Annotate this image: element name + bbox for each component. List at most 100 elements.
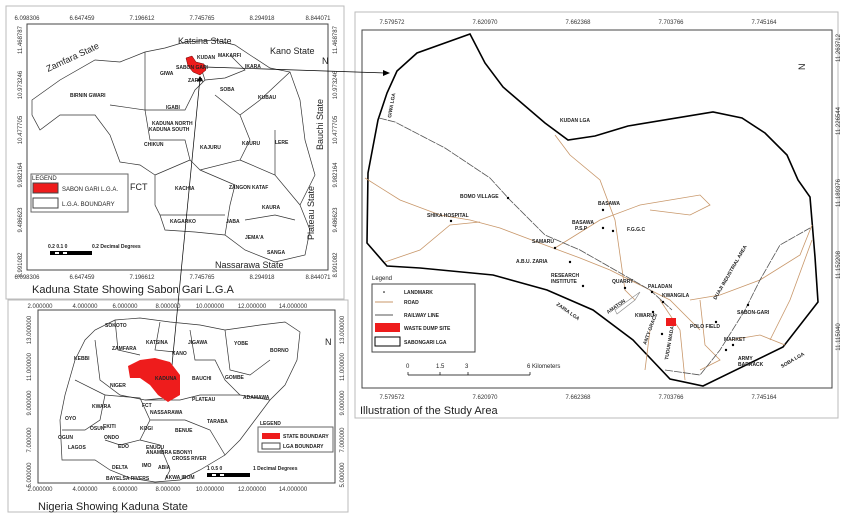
legend-swatch-state <box>262 433 280 439</box>
x-tick-label: 7.703766 <box>658 20 684 26</box>
x-tick-label: 10.000000 <box>196 304 225 310</box>
state-label: EDO <box>118 444 129 450</box>
landmark-point <box>623 286 627 290</box>
state-label: OSUN <box>90 426 105 432</box>
place-label: BOMO VILLAGE <box>460 194 499 200</box>
y-tick-label: 11.468787 <box>333 25 339 54</box>
x-tick-label: 8.294918 <box>249 275 275 281</box>
x-tick-label: 8.000000 <box>155 487 181 493</box>
landmark-point <box>601 226 605 230</box>
lga-label: KAURU <box>242 141 260 147</box>
place-label: KWANGILA <box>662 293 690 299</box>
state-label: Katsina State <box>178 36 232 46</box>
area-label: GIWA LGA <box>387 92 397 118</box>
y-tick-label: 13.000000 <box>27 315 33 344</box>
landmark-point <box>601 208 605 212</box>
landmark-point <box>506 196 510 200</box>
x-tick-label: 8.844071 <box>305 275 331 281</box>
kaduna-map-frame <box>26 23 329 271</box>
state-label: Plateau State <box>306 186 316 240</box>
legend-lga-symbol <box>374 336 401 347</box>
legend-item-landmark: LANDMARK <box>404 290 433 296</box>
x-tick-label: 6.647459 <box>69 16 95 22</box>
scale-tick-label: 0 <box>406 364 410 370</box>
place-label: POLO FIELD <box>690 324 720 330</box>
area-label: TUDUN WADA <box>664 325 676 360</box>
legend-dump-symbol <box>375 323 400 332</box>
connector-arrow <box>383 70 390 76</box>
x-tick-label: 7.196612 <box>129 275 155 281</box>
waste-dump-site <box>666 318 676 326</box>
x-tick-label: 7.745164 <box>751 395 777 401</box>
lga-label: IGABI <box>166 105 181 111</box>
state-label: KWARA <box>92 404 111 410</box>
place-label: SAMARU <box>532 239 554 245</box>
landmark-point <box>731 343 735 347</box>
y-tick-label: 9.000000 <box>340 390 346 416</box>
state-label: FCT <box>130 182 148 192</box>
y-tick-label: 10.973246 <box>18 70 24 99</box>
state-label: FCT <box>142 403 152 409</box>
y-tick-label: 10.477705 <box>18 115 24 144</box>
lga-label: KUDAN <box>197 55 215 61</box>
x-tick-label: 2.000000 <box>27 487 53 493</box>
lga-label: KAURA <box>262 205 280 211</box>
state-label: BAUCHI <box>192 376 212 382</box>
study-area-caption: Illustration of the Study Area <box>360 405 498 417</box>
state-label: GOMBE <box>225 375 245 381</box>
lga-label: GIWA <box>160 71 174 77</box>
connector-line <box>171 77 201 366</box>
legend-title: LEGEND <box>32 176 57 182</box>
x-tick-label: 7.745164 <box>751 20 777 26</box>
place-label: KWARU <box>635 313 654 319</box>
y-tick-label: 8.991082 <box>18 252 24 278</box>
landmarks <box>449 196 750 352</box>
legend-swatch-lga <box>261 442 281 450</box>
y-tick-label: 11.226544 <box>836 106 841 135</box>
y-tick-label: 11.263712 <box>836 33 841 62</box>
y-tick-label: 10.477705 <box>333 115 339 144</box>
lga-label: MAKARFI <box>218 53 242 59</box>
kaduna-map-caption: Kaduna State Showing Sabon Gari L.G.A <box>32 284 234 296</box>
state-label: TARABA <box>207 419 228 425</box>
x-tick-label: 6.647459 <box>69 275 95 281</box>
nigeria-map-frame <box>37 309 336 484</box>
x-tick-label: 6.098306 <box>14 16 40 22</box>
x-tick-label: 6.000000 <box>112 304 138 310</box>
landmark-point <box>651 310 655 314</box>
lga-label: LERE <box>275 140 289 146</box>
lga-label: KAGARKO <box>170 219 196 225</box>
place-label: BASAWA <box>572 220 594 226</box>
state-label: Bauchi State <box>315 99 325 150</box>
landmark-point <box>581 284 585 288</box>
x-tick-label: 14.000000 <box>279 304 308 310</box>
place-label: PALADAN <box>648 284 672 290</box>
state-label: Kano State <box>270 46 315 56</box>
legend-item-road: ROAD <box>404 300 419 306</box>
kaduna-lga-boundaries <box>31 39 316 263</box>
state-label: KANO <box>172 351 187 357</box>
state-label: BORNO <box>270 348 289 354</box>
y-tick-label: 13.000000 <box>340 315 346 344</box>
state-label: ENUGU <box>146 445 164 451</box>
state-label: ZAMFARA <box>112 346 137 352</box>
y-tick-label: 11.152208 <box>836 250 841 279</box>
y-tick-label: 11.189376 <box>836 178 841 207</box>
north-arrow-icon: N <box>322 56 329 66</box>
y-tick-label: 11.000000 <box>27 352 33 381</box>
place-label: SHIKA HOSPITAL <box>427 213 469 219</box>
place-label: RESEARCH <box>551 273 579 279</box>
state-label: BAYELSA RIVERS <box>106 476 150 482</box>
lga-label: KAJURU <box>200 145 221 151</box>
state-label: EKITI <box>103 424 116 430</box>
study-scale-bar <box>407 372 531 376</box>
lga-label: SOBA <box>220 87 235 93</box>
y-tick-label: 11.115040 <box>836 323 841 351</box>
state-label: YOBE <box>234 341 249 347</box>
scale-tick-label: 3 <box>465 364 469 370</box>
x-tick-label: 14.000000 <box>279 487 308 493</box>
place-label: F.G.G.C <box>627 227 645 233</box>
x-tick-label: 7.579572 <box>379 395 405 401</box>
x-tick-label: 7.579572 <box>379 20 405 26</box>
